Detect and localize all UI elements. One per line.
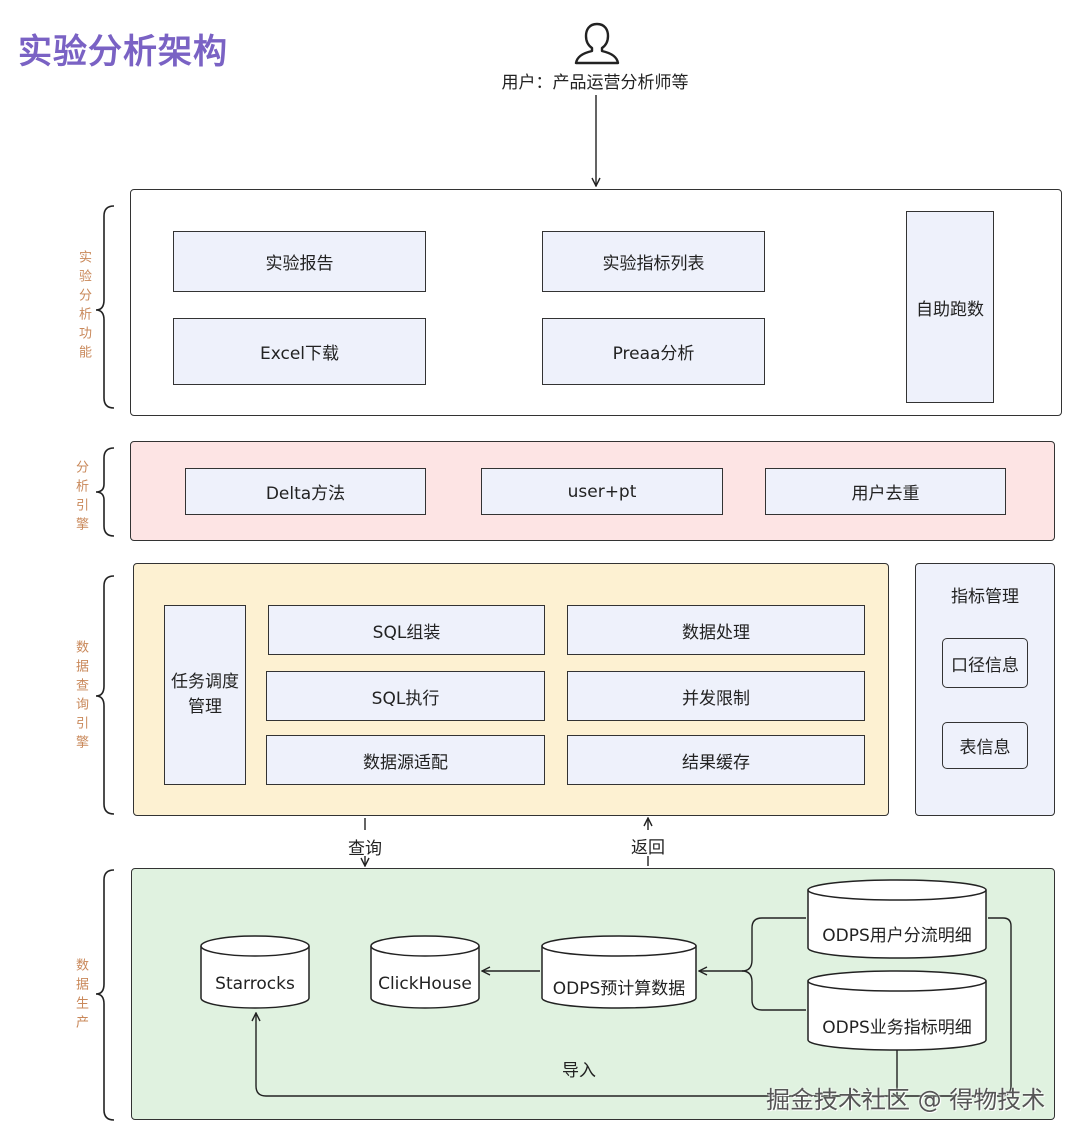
line-user-split-to-merge xyxy=(741,917,806,972)
query-label: 查询 xyxy=(348,839,382,859)
experiment-report-box[interactable]: 实验报告 xyxy=(173,231,426,292)
import-label: 导入 xyxy=(562,1061,596,1081)
starrocks-db-icon xyxy=(200,935,310,1009)
table-info-box[interactable]: 表信息 xyxy=(942,722,1028,769)
side-label-data-production: 数据生产 xyxy=(73,958,88,1034)
watermark: 掘金技术社区 @ 得物技术 xyxy=(766,1086,1046,1114)
excel-download-box[interactable]: Excel下载 xyxy=(173,318,426,385)
datasource-adapter-box[interactable]: 数据源适配 xyxy=(266,735,545,785)
brace-query-engine xyxy=(95,575,115,815)
preaa-analysis-box[interactable]: Preaa分析 xyxy=(542,318,765,385)
experiment-metrics-list-box[interactable]: 实验指标列表 xyxy=(542,231,765,292)
task-scheduler-box[interactable]: 任务调度管理 xyxy=(164,605,246,785)
result-cache-box[interactable]: 结果缓存 xyxy=(567,735,865,785)
clickhouse-db-icon xyxy=(370,935,480,1009)
brace-data-production xyxy=(95,869,115,1121)
return-label: 返回 xyxy=(631,838,665,858)
metric-management-panel xyxy=(915,563,1055,816)
arrow-import-to-starrocks xyxy=(256,917,1012,1097)
user-pt-box[interactable]: user+pt xyxy=(481,468,723,515)
page-title: 实验分析架构 xyxy=(18,32,228,72)
odps-business-metric-label: ODPS业务指标明细 xyxy=(822,1018,972,1038)
user-icon xyxy=(574,22,620,65)
user-dedup-box[interactable]: 用户去重 xyxy=(765,468,1006,515)
odps-user-split-db-icon xyxy=(807,879,987,959)
starrocks-label: Starrocks xyxy=(215,974,295,994)
brace-analysis-function xyxy=(95,205,115,409)
odps-user-split-label: ODPS用户分流明细 xyxy=(822,926,972,946)
brace-analysis-engine xyxy=(95,447,115,537)
metric-management-title: 指标管理 xyxy=(951,587,1019,607)
clickhouse-label: ClickHouse xyxy=(378,974,472,994)
user-label: 用户：产品运营分析师等 xyxy=(501,73,689,93)
data-processing-box[interactable]: 数据处理 xyxy=(567,605,865,655)
sql-execution-box[interactable]: SQL执行 xyxy=(266,671,545,721)
odps-business-metric-db-icon xyxy=(807,970,987,1051)
self-service-query-box[interactable]: 自助跑数 xyxy=(906,211,994,403)
side-label-analysis-function: 实验分析功能 xyxy=(76,250,91,364)
side-label-analysis-engine: 分析引擎 xyxy=(73,460,88,536)
sql-assembly-box[interactable]: SQL组装 xyxy=(268,605,545,655)
odps-precompute-label: ODPS预计算数据 xyxy=(552,979,686,999)
side-label-query-engine: 数据查询引擎 xyxy=(73,640,88,754)
line-business-metric-to-merge xyxy=(741,970,806,1011)
delta-method-box[interactable]: Delta方法 xyxy=(185,468,426,515)
metric-definition-box[interactable]: 口径信息 xyxy=(942,638,1028,688)
concurrency-limit-box[interactable]: 并发限制 xyxy=(567,671,865,721)
odps-precompute-db-icon xyxy=(541,935,697,1009)
